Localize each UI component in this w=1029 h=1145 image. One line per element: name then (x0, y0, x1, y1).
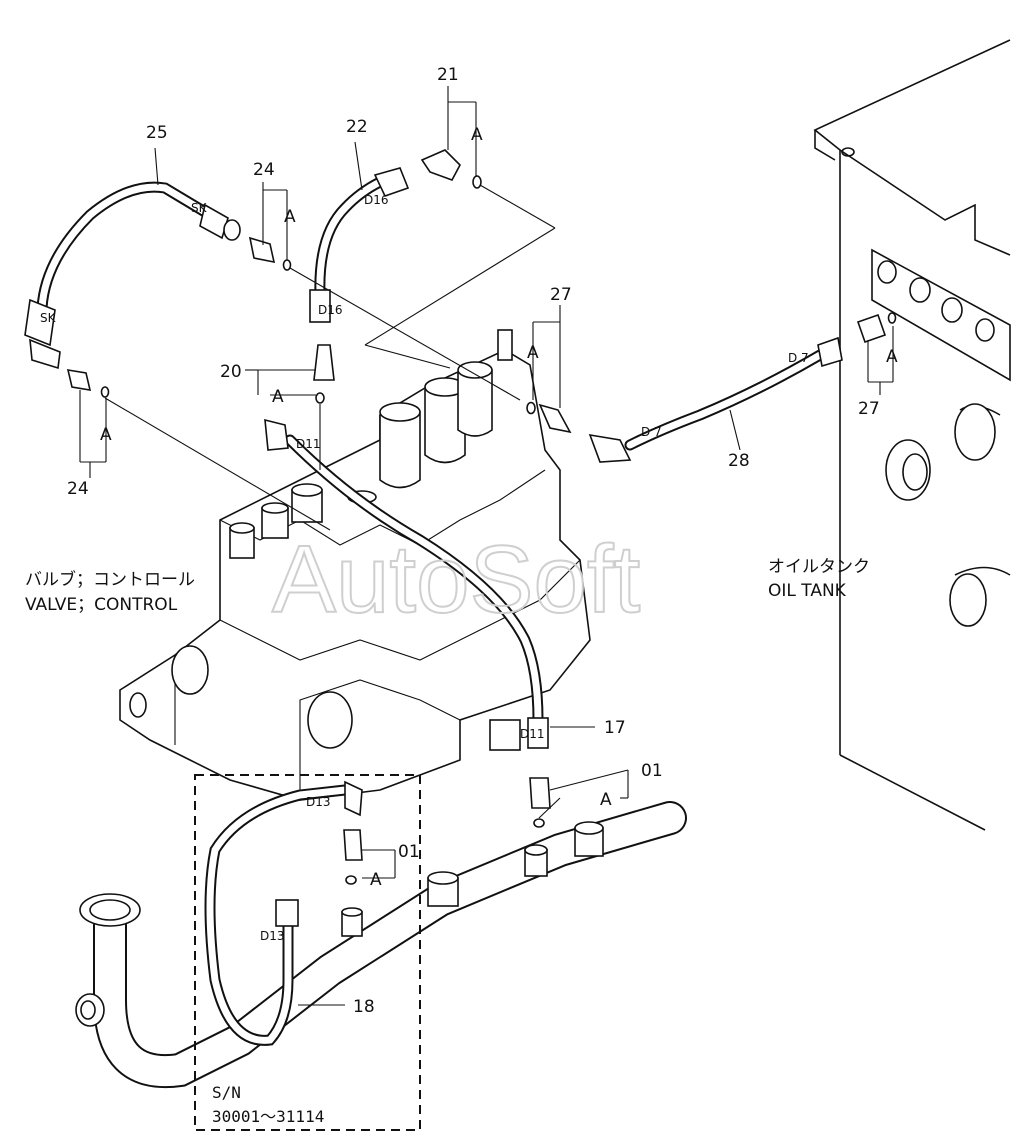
mark-d16: D16 (318, 303, 343, 317)
callout-27-left: 27 (550, 285, 572, 305)
serial-note-line1: S/N (212, 1083, 241, 1102)
callout-21: 21 (437, 65, 459, 85)
mark-d16: D16 (364, 193, 389, 207)
hose-28 (588, 336, 843, 463)
valve-label-jp: バルブ；コントロール (25, 569, 195, 590)
callout-18: 18 (353, 997, 375, 1017)
watermark: AutoSoft (272, 526, 640, 633)
mark-a: A (370, 870, 382, 890)
return-pipe (75, 801, 687, 1089)
mark-d13: D13 (260, 929, 285, 943)
tank-label-en: OIL TANK (768, 581, 847, 601)
mark-a: A (272, 387, 284, 407)
oil-tank (813, 39, 1011, 831)
hose-25 (24, 181, 241, 370)
serial-range-box (194, 774, 421, 1131)
hose-22 (309, 167, 410, 381)
callout-25: 25 (146, 123, 168, 143)
valve-label-en: VALVE；CONTROL (25, 595, 178, 615)
fitting-marks: SK SK D16 D16 D11 D11 D 7 D 7 D13 D13 (40, 193, 809, 943)
callout-22: 22 (346, 117, 368, 137)
mark-a: A (527, 343, 539, 363)
mark-d13: D13 (306, 795, 331, 809)
mark-d7: D 7 (788, 351, 809, 365)
mark-a: A (600, 790, 612, 810)
component-labels: バルブ；コントロール VALVE；CONTROL オイルタンク OIL TANK (25, 557, 870, 615)
callout-27-right: 27 (858, 399, 880, 419)
callout-17: 17 (604, 718, 626, 738)
mark-d11: D11 (520, 727, 545, 741)
mark-sk: SK (191, 201, 208, 215)
callout-labels: 25 24 22 21 20 27 24 27 28 17 01 01 18 (67, 65, 880, 1017)
callout-24-upper: 24 (253, 160, 275, 180)
serial-note: S/N 30001～31114 (212, 1083, 324, 1126)
callout-24-lower: 24 (67, 479, 89, 499)
callout-28: 28 (728, 451, 750, 471)
mark-a: A (284, 207, 296, 227)
mark-a: A (886, 347, 898, 367)
callout-01-inner: 01 (398, 842, 420, 862)
fittings (66, 149, 897, 885)
mark-d11: D11 (296, 437, 321, 451)
serial-note-line2: 30001～31114 (212, 1107, 324, 1126)
mark-a: A (100, 425, 112, 445)
mark-d7: D 7 (641, 425, 662, 439)
callout-20: 20 (220, 362, 242, 382)
tank-label-jp: オイルタンク (768, 557, 870, 577)
hose-18 (204, 780, 363, 1046)
hose-17 (264, 418, 549, 749)
control-valve-body (119, 329, 591, 801)
callout-01-right: 01 (641, 761, 663, 781)
mark-a: A (471, 125, 483, 145)
leader-lines (79, 86, 894, 1006)
mark-sk: SK (40, 311, 57, 325)
group-marks: A A A A A A A A (100, 125, 898, 890)
